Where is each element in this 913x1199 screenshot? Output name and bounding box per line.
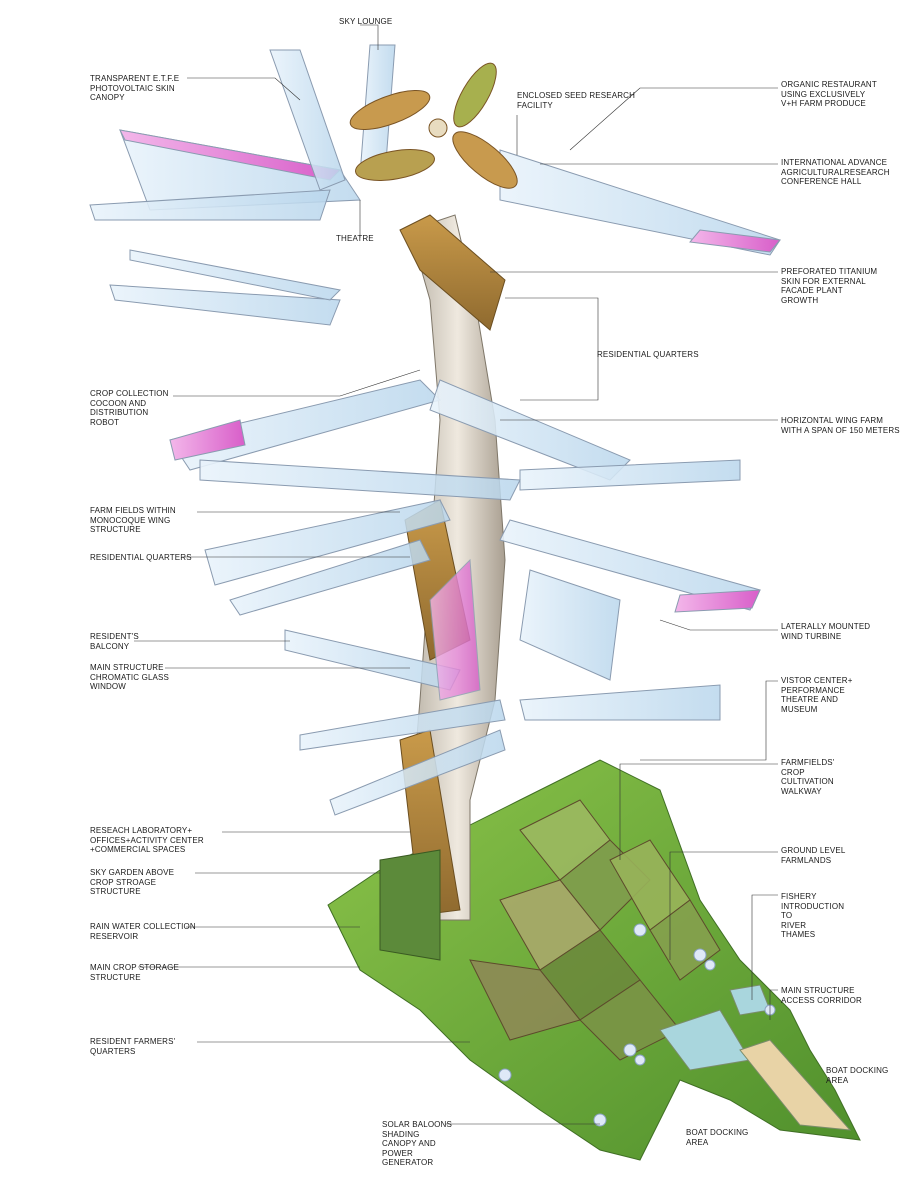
label-seed-research: ENCLOSED SEED RESEARCH FACILITY xyxy=(517,91,635,110)
label-organic-restaurant: ORGANIC RESTAURANT USING EXCLUSIVELY V+H… xyxy=(781,80,877,109)
label-research-lab: RESEACH LABORATORY+ OFFICES+ACTIVITY CEN… xyxy=(90,826,204,855)
label-cultivation-walkway: FARMFIELDS' CROP CULTIVATION WALKWAY xyxy=(781,758,835,796)
solar-balloons xyxy=(498,923,776,1127)
label-chromatic-window: MAIN STRUCTURE CHROMATIC GLASS WINDOW xyxy=(90,663,169,692)
label-ground-farmlands: GROUND LEVEL FARMLANDS xyxy=(781,846,846,865)
label-rain-water: RAIN WATER COLLECTION RESERVOIR xyxy=(90,922,196,941)
label-fishery: FISHERY INTRODUCTION TO RIVER THAMES xyxy=(781,892,845,940)
label-theatre: THEATRE xyxy=(336,234,374,243)
label-boat-docking-right: BOAT DOCKING AREA xyxy=(826,1066,889,1085)
label-farmers-quarters: RESIDENT FARMERS' QUARTERS xyxy=(90,1037,176,1056)
label-solar-baloons: SOLAR BALOONS SHADING CANOPY AND POWER G… xyxy=(382,1120,452,1168)
label-crop-robot: CROP COLLECTION COCOON AND DISTRIBUTION … xyxy=(90,389,169,427)
label-titanium-skin: PREFORATED TITANIUM SKIN FOR EXTERNAL FA… xyxy=(781,267,878,305)
label-etfe-canopy: TRANSPARENT E.T.F.E PHOTOVOLTAIC SKIN CA… xyxy=(90,74,180,103)
label-farm-fields: FARM FIELDS WITHIN MONOCOQUE WING STRUCT… xyxy=(90,506,176,535)
label-balcony: RESIDENT'S BALCONY xyxy=(90,632,139,651)
ground-landscape xyxy=(327,759,861,1161)
label-wing-farm: HORIZONTAL WING FARM WITH A SPAN OF 150 … xyxy=(781,416,900,435)
label-visitor-center: VISTOR CENTER+ PERFORMANCE THEATRE AND M… xyxy=(781,676,853,714)
label-residential-left: RESIDENTIAL QUARTERS xyxy=(90,553,192,562)
sky-lounge-roof xyxy=(349,62,518,189)
label-crop-storage: MAIN CROP STORAGE STRUCTURE xyxy=(90,963,179,982)
label-wind-turbine: LATERALLY MOUNTED WIND TURBINE xyxy=(781,622,871,641)
label-sky-lounge: SKY LOUNGE xyxy=(339,17,393,26)
label-access-corridor: MAIN STRUCTURE ACCESS CORRIDOR xyxy=(781,986,862,1005)
label-boat-docking-bottom: BOAT DOCKING AREA xyxy=(686,1128,749,1147)
water-channels xyxy=(659,984,852,1131)
wing-farms xyxy=(89,44,781,816)
label-sky-garden: SKY GARDEN ABOVE CROP STROAGE STRUCTURE xyxy=(90,868,175,897)
leader-lines xyxy=(134,24,778,1125)
label-residential-upper: RESIDENTIAL QUARTERS xyxy=(597,350,699,359)
label-conference-hall: INTERNATIONAL ADVANCE AGRICULTURALRESEAR… xyxy=(781,158,890,187)
